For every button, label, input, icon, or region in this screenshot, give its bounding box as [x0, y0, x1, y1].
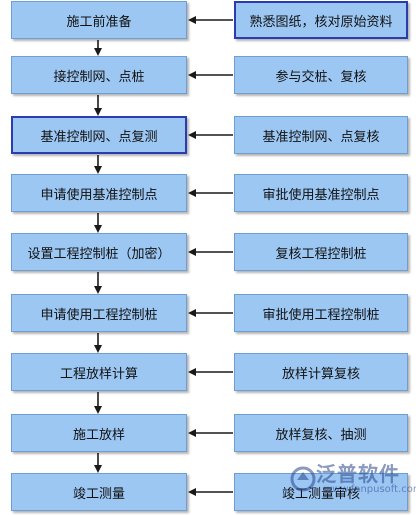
watermark: 泛普软件 www.fanpusoft.com	[290, 460, 416, 506]
watermark-brand: 泛普软件	[316, 462, 400, 486]
step-box-left-3: 基准控制网、点复测	[11, 116, 187, 154]
step-box-right-7: 放样计算复核	[234, 353, 408, 391]
step-box-right-3: 基准控制网、点复核	[234, 116, 408, 154]
step-box-left-8: 施工放样	[11, 414, 187, 452]
step-box-right-2: 参与交桩、复核	[234, 56, 408, 94]
step-box-left-1: 施工前准备	[11, 1, 187, 39]
step-box-left-5: 设置工程控制桩（加密）	[11, 233, 187, 271]
watermark-url: www.fanpusoft.com	[324, 484, 416, 495]
step-box-left-6: 申请使用工程控制桩	[11, 294, 187, 332]
step-box-left-4: 申请使用基准控制点	[11, 174, 187, 212]
step-box-left-9: 竣工测量	[11, 473, 187, 511]
step-box-right-4: 审批使用基准控制点	[234, 174, 408, 212]
step-box-right-5: 复核工程控制桩	[234, 233, 408, 271]
step-box-left-7: 工程放样计算	[11, 353, 187, 391]
step-box-left-2: 接控制网、点桩	[11, 56, 187, 94]
step-box-right-8: 放样复核、抽测	[234, 414, 408, 452]
step-box-right-9: 竣工测量审核	[234, 473, 408, 511]
brand-logo-icon	[290, 466, 316, 492]
step-box-right-1: 熟悉图纸，核对原始资料	[234, 1, 408, 39]
step-box-right-6: 审批使用工程控制桩	[234, 294, 408, 332]
